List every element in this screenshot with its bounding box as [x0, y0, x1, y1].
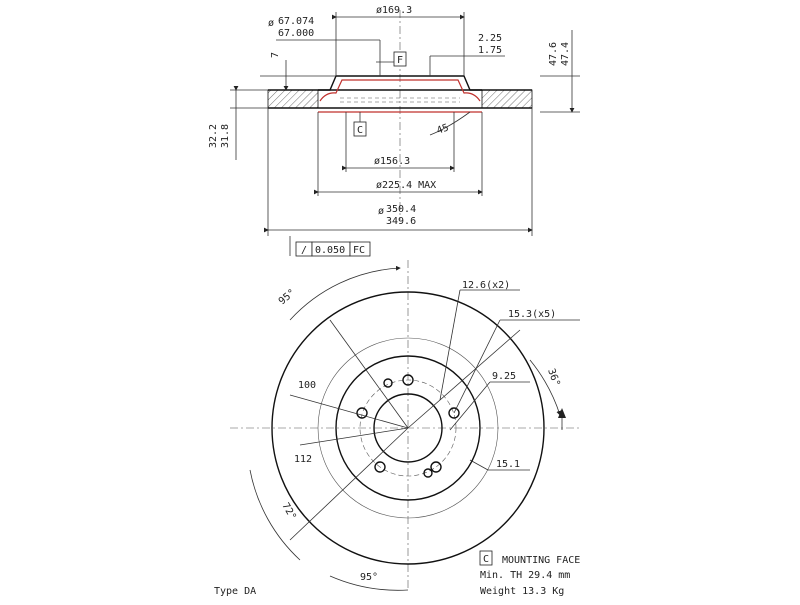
hat-inner-red	[319, 79, 481, 102]
bolt-hole	[402, 374, 414, 386]
hat-outer-circle	[335, 355, 481, 501]
datum-f-label: F	[397, 55, 403, 66]
datum-f-box	[393, 51, 407, 67]
dim-31-8: 31.8	[220, 124, 231, 148]
note-c-letter: C	[483, 554, 489, 565]
tolerance-symbol: /	[301, 245, 307, 256]
section-view: ø169.3 ø 67.074 67.000 2.25 1.75 47.6 47…	[208, 5, 580, 257]
dim-156-label: ø156.3	[374, 156, 410, 167]
min-thickness-text: Min. TH 29.4 mm	[480, 570, 570, 581]
dim-15-1: 15.1	[496, 459, 520, 470]
dim-67-lower: 67.000	[278, 28, 314, 39]
tolerance-value: 0.050	[315, 245, 345, 256]
dim-112: 112	[294, 454, 312, 465]
front-view: 12.6(x2) 15.3(x5) 9.25 15.1 100 112 95° …	[230, 260, 580, 591]
angle-95-bottom: 95°	[360, 572, 378, 583]
angle-45: 45	[435, 122, 450, 136]
disc-outer-circle	[271, 291, 545, 565]
dim-225-label: ø225.4 MAX	[376, 180, 436, 191]
bolt-hole	[356, 407, 368, 419]
bolt-hole	[448, 407, 460, 419]
disc-left-section	[267, 89, 319, 109]
bolt-hole	[430, 461, 442, 473]
dim-1-75: 1.75	[478, 45, 502, 56]
notes-block: Type DA C MOUNTING FACE Min. TH 29.4 mm …	[214, 550, 580, 597]
dim-9-25: 9.25	[492, 371, 516, 382]
mounting-face-text: MOUNTING FACE	[502, 555, 580, 566]
dim-7: 7	[270, 52, 281, 58]
pin-hole	[383, 378, 393, 388]
note-c-box	[479, 550, 493, 566]
weight-text: Weight 13.3 Kg	[480, 586, 564, 597]
center-bore-circle	[373, 393, 443, 463]
pcd-circle	[359, 379, 457, 477]
disc-right-section	[481, 89, 533, 109]
hat-outline	[318, 75, 482, 91]
dim-350-lower: 349.6	[386, 216, 416, 227]
dim-47-4: 47.4	[560, 42, 571, 66]
dim-350-sym: ø	[378, 206, 384, 217]
pin-hole	[423, 468, 433, 478]
dim-2-25: 2.25	[478, 33, 502, 44]
dim-32-2: 32.2	[208, 124, 219, 148]
hole-12-6-label: 12.6(x2)	[462, 280, 510, 291]
hole-15-3-label: 15.3(x5)	[508, 309, 556, 320]
tolerance-frame: / 0.050 FC	[289, 236, 371, 257]
dim-67-sym: ø	[268, 18, 274, 29]
bolt-hole	[374, 461, 386, 473]
bolt-holes	[356, 374, 460, 478]
dim-169-label: ø169.3	[376, 5, 412, 16]
disc-inner-friction-circle	[317, 337, 499, 519]
dim-67-upper: 67.074	[278, 16, 314, 27]
datum-c-label: C	[357, 125, 363, 136]
type-label: Type DA	[214, 586, 256, 597]
angle-36: 36°	[545, 367, 562, 388]
dim-350-upper: 350.4	[386, 204, 416, 215]
angle-95-top: 95°	[277, 287, 298, 307]
tolerance-ref: FC	[353, 245, 365, 256]
dim-47-6: 47.6	[548, 42, 559, 66]
vent-slots	[340, 97, 460, 103]
dim-100: 100	[298, 380, 316, 391]
